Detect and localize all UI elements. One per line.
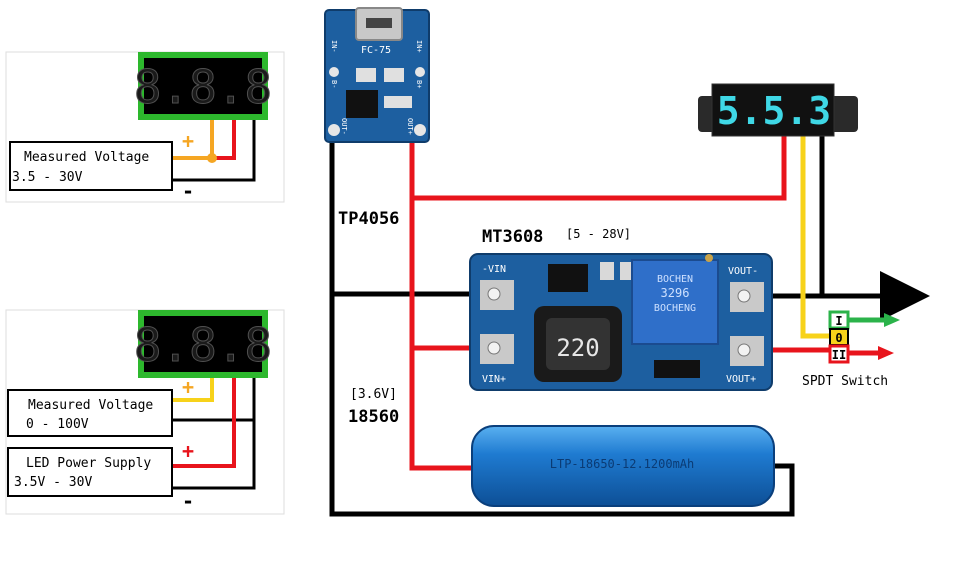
led-power-supply-range: 3.5V - 30V	[14, 475, 92, 490]
measured-voltage-label: Measured Voltage	[24, 150, 149, 165]
pad-out-plus	[414, 124, 426, 136]
display-digits: 8.8.8	[134, 318, 272, 372]
pin-in-plus: IN+	[415, 40, 423, 53]
measured-voltage-range: 3.5 - 30V	[12, 170, 83, 185]
measured-voltage-range: 0 - 100V	[26, 417, 89, 432]
tp4056-module: FC-75 IN- IN+ B- B+ OUT- OUT+	[324, 7, 430, 143]
spdt-switch-label: SPDT Switch	[802, 374, 888, 389]
voltmeter-module: 5.5.3	[698, 83, 858, 137]
mt3608-range: [5 - 28V]	[566, 227, 631, 241]
plus-sign-1: +	[182, 375, 194, 399]
pin-vout-plus: VOUT+	[726, 374, 756, 385]
pin-in-minus: IN-	[330, 40, 338, 53]
left-diagram-2: 8.8.8 + + - Measured Voltage 0 - 100V LE…	[5, 309, 285, 515]
pot-label-2: 3296	[661, 286, 690, 300]
pin-vout-minus: VOUT-	[728, 266, 758, 277]
mt3608-label: MT3608	[482, 227, 543, 247]
wire-yellow	[172, 378, 214, 402]
measured-voltage-label: Measured Voltage	[28, 398, 153, 413]
plus-sign-2: +	[182, 439, 194, 463]
measured-voltage-box	[9, 141, 173, 191]
pad-out-minus	[328, 124, 340, 136]
switch-pos-2-label: II	[832, 348, 846, 362]
display-digits: 8.8.8	[134, 60, 272, 114]
switch-pos-1-label: I	[835, 314, 842, 328]
wire-black-bottom	[172, 420, 256, 490]
wire-black-ground	[329, 128, 795, 517]
measured-voltage-box	[7, 389, 173, 437]
tp4056-label: TP4056	[338, 209, 399, 229]
wire-red	[212, 120, 236, 160]
wire-red-meter	[412, 130, 787, 201]
pin-out-plus: OUT+	[406, 118, 414, 135]
minus-sign: -	[182, 179, 194, 203]
battery-18650: LTP-18650-12.1200mAh	[471, 425, 775, 507]
pot-label-3: BOCHENG	[654, 303, 696, 314]
battery-type: 18560	[348, 407, 399, 427]
voltmeter-display: 5.5.3	[717, 89, 831, 133]
led-power-supply-box	[7, 447, 173, 497]
pin-b-minus: B-	[330, 80, 338, 88]
plus-sign: +	[182, 129, 194, 153]
wire-yellow-sense	[800, 130, 830, 339]
battery-voltage: [3.6V]	[350, 387, 397, 402]
pot-label-1: BOCHEN	[657, 274, 693, 285]
left-diagram-1: 8.8.8 + - Measured Voltage 3.5 - 30V	[5, 51, 285, 203]
minus-sign: -	[182, 489, 194, 513]
inductor-label: 220	[556, 334, 599, 362]
mt3608-module: -VIN VIN+ VOUT- VOUT+ 220 BOCHEN 3296 BO…	[469, 253, 773, 391]
pin-out-minus: OUT-	[340, 118, 348, 135]
spdt-switch: I 0 II	[828, 310, 900, 364]
potentiometer	[631, 259, 719, 345]
wire-red	[172, 378, 236, 468]
wire-red-bplus	[409, 130, 474, 471]
pin-b-plus: B+	[415, 80, 423, 88]
led-power-supply-label: LED Power Supply	[26, 456, 151, 471]
chip-label: FC-75	[361, 45, 391, 56]
wire-black	[172, 120, 256, 182]
switch-pos-0-label: 0	[835, 331, 842, 345]
battery-print: LTP-18650-12.1200mAh	[550, 457, 695, 471]
pin-vin-plus: VIN+	[482, 374, 506, 385]
pin-vin-minus: -VIN	[482, 264, 506, 275]
